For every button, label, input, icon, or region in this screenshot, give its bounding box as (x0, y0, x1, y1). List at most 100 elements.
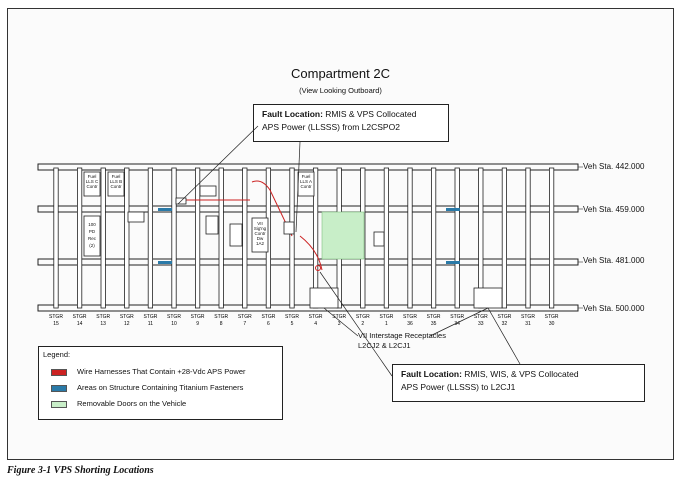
fault-callout-2-line2: APS Power (LLSSS) to L2CJ1 (401, 382, 516, 392)
stringer-label-num: 10 (171, 321, 177, 327)
titanium-area (446, 208, 460, 211)
stringer-label-num: 5 (291, 321, 294, 327)
stringer-label-num: 35 (431, 321, 437, 327)
station-label-500: Veh Sta. 500.000 (583, 304, 645, 313)
fuel-a-label-2: LLS A (300, 179, 312, 184)
vii-sig-label-1: VII (257, 221, 263, 226)
stringer-35 (430, 167, 437, 309)
receptacle-l2cj2 (309, 287, 339, 309)
station-leaders (578, 166, 583, 309)
legend-box: Legend: Wire Harnesses That Contain +28-… (38, 346, 283, 420)
vii-sig-label-3: Contr (254, 231, 266, 236)
stringer-label-num: 4 (314, 321, 317, 327)
stringer-label-top: STGR (191, 314, 205, 320)
stringer-label-top: STGR (309, 314, 323, 320)
stringer-label-num: 1 (385, 321, 388, 327)
callout-2-leader (487, 307, 521, 365)
stringer-36 (407, 167, 413, 309)
stringer-34 (454, 167, 460, 309)
stringer-10 (171, 167, 177, 309)
aux-box (127, 211, 145, 223)
stringer-label-num: 33 (478, 321, 484, 327)
stringer-label-top: STGR (521, 314, 535, 320)
fault-callout-2-line1: RMIS, WIS, & VPS Collocated (461, 369, 579, 379)
stringer-label-num: 34 (454, 321, 460, 327)
stringer-label-top: STGR (238, 314, 252, 320)
stringer-label-top: STGR (167, 314, 181, 320)
stringer-labels: STGR15STGR14STGR13STGR12STGR11STGR10STGR… (49, 314, 559, 327)
callout-2-leader (319, 271, 393, 377)
stringer-13 (100, 167, 106, 309)
stringer-7 (242, 167, 248, 309)
stringer-label-top: STGR (356, 314, 370, 320)
ring-442 (37, 163, 579, 171)
wire-junction (315, 265, 321, 271)
stringer-33 (478, 167, 484, 309)
receptacles-leader (323, 307, 359, 337)
callout-leaders (177, 125, 521, 377)
station-label-459: Veh Sta. 459.000 (583, 205, 645, 214)
vii-sig-contr-box (251, 217, 269, 253)
stringer-30 (549, 167, 555, 309)
pd-rec-label-3: Rec (88, 236, 97, 241)
stringer-label-num: 30 (549, 321, 555, 327)
stringer-31 (525, 167, 531, 309)
stringer-label-num: 31 (525, 321, 531, 327)
stringer-label-top: STGR (73, 314, 87, 320)
stringer-label-num: 6 (267, 321, 270, 327)
aux-box (205, 215, 219, 235)
legend-swatch-red (51, 368, 67, 376)
callout-1-leader (177, 125, 259, 205)
titanium-area (158, 261, 172, 264)
receptacle-l2cj1 (473, 287, 503, 309)
vii-sig-label-5: 1A2 (256, 241, 265, 246)
titanium-area (446, 261, 460, 264)
fault-callout-1-bold: Fault Location: (262, 109, 323, 119)
stringer-32 (501, 167, 508, 309)
pd-rec-label-1: 100 (88, 222, 96, 227)
legend-swatch-blue (51, 384, 67, 392)
fuel-a-label-1: Fuel (302, 174, 311, 179)
stringer-label-top: STGR (403, 314, 417, 320)
stringer-label-top: STGR (332, 314, 346, 320)
pd-rec-label-2: PD (89, 229, 96, 234)
figure-caption: Figure 3-1 VPS Shorting Locations (7, 465, 154, 476)
stringer-label-num: 7 (243, 321, 246, 327)
stringer-label-top: STGR (214, 314, 228, 320)
diagram-title: Compartment 2C (291, 66, 390, 81)
stringer-label-top: STGR (379, 314, 393, 320)
removable-door (321, 211, 365, 260)
stringer-label-top: STGR (261, 314, 275, 320)
legend-item-titanium: Areas on Structure Containing Titanium F… (51, 383, 243, 392)
legend-label-doors: Removable Doors on the Vehicle (77, 399, 187, 408)
fault-callout-1: Fault Location: RMIS & VPS Collocated AP… (253, 104, 449, 142)
aux-box (199, 185, 217, 197)
component-text: Fuel LLS C Contr Fuel LLS B Contr Fuel L… (86, 174, 312, 248)
stringer-label-num: 3 (338, 321, 341, 327)
stringer-label-num: 8 (220, 321, 223, 327)
aux-box (229, 223, 243, 247)
stringer-9 (194, 167, 201, 309)
stringer-label-num: 32 (502, 321, 508, 327)
fault-callout-1-line2: APS Power (LLSSS) from L2CSPO2 (262, 122, 400, 132)
fuel-c-label-1: Fuel (88, 174, 97, 179)
legend-item-doors: Removable Doors on the Vehicle (51, 399, 186, 408)
stringer-label-top: STGR (474, 314, 488, 320)
wire-harness (299, 235, 323, 271)
fault-callout-1-line1: RMIS & VPS Collocated (322, 109, 417, 119)
stringer-label-top: STGR (120, 314, 134, 320)
stringer-label-top: STGR (545, 314, 559, 320)
stringer-label-num: 14 (77, 321, 83, 327)
stringer-label-top: STGR (96, 314, 110, 320)
stringer-label-num: 12 (124, 321, 130, 327)
station-label-442: Veh Sta. 442.000 (583, 162, 645, 171)
stringer-label-top: STGR (49, 314, 63, 320)
stringer-12 (124, 167, 130, 309)
fuel-b-label-3: Contr (110, 184, 122, 189)
receptacles-note-line1: VII Interstage Receptacles (358, 331, 446, 340)
fuel-lls-b-box (107, 171, 125, 197)
titanium-area (158, 208, 172, 211)
stringer-15 (53, 167, 59, 309)
fuel-c-label-3: Contr (86, 184, 98, 189)
